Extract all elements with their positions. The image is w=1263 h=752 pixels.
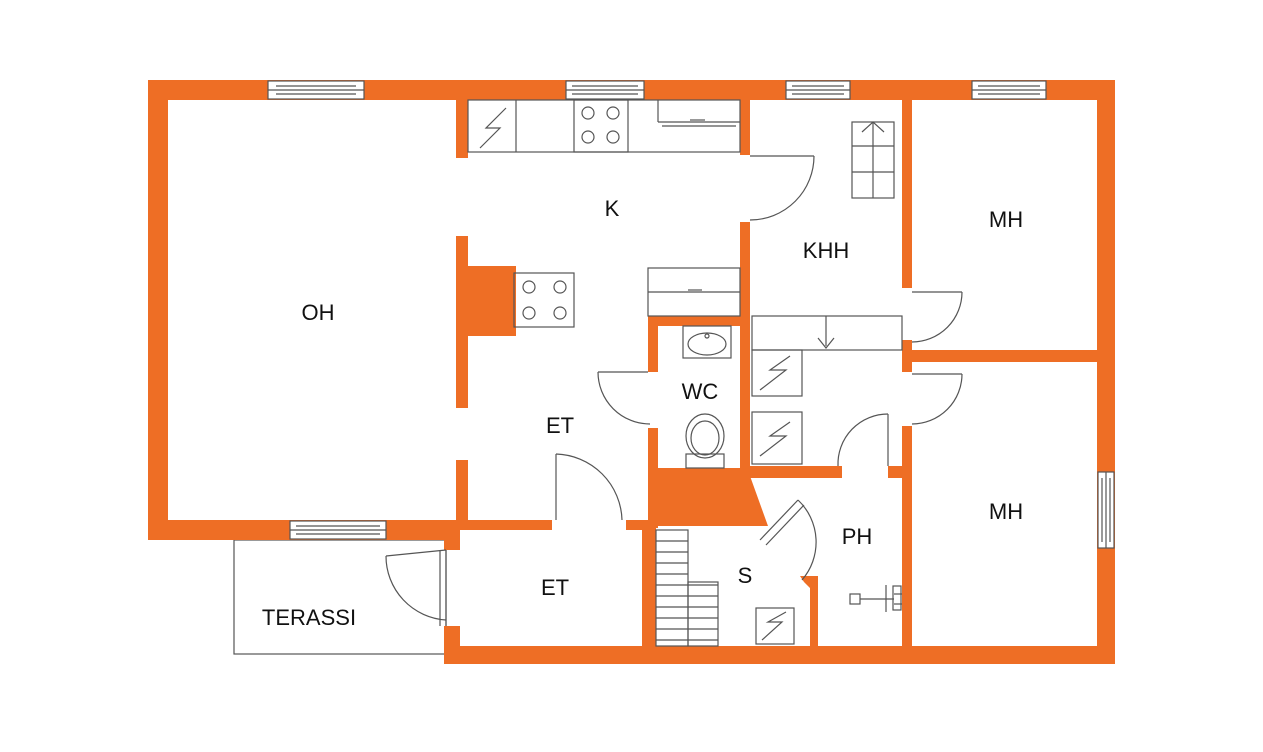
door-entry <box>385 549 447 626</box>
khh-cabinet <box>751 315 903 351</box>
windows <box>267 80 1115 549</box>
kitchen-counter <box>467 99 741 153</box>
sauna-stove-icon <box>755 607 795 645</box>
wall-left <box>148 80 168 540</box>
room-label-khh: KHH <box>803 238 849 263</box>
window-bottom-oh <box>289 520 387 540</box>
room-labels: OH K KHH MH MH WC ET ET PH S TERASSI <box>262 196 1023 630</box>
room-label-et-hall: ET <box>546 413 574 438</box>
shower-icon <box>849 585 902 612</box>
room-label-et-entry: ET <box>541 575 569 600</box>
central-block <box>648 468 750 526</box>
stove-icon <box>581 106 620 144</box>
wall-right <box>1097 80 1115 664</box>
fireplace <box>466 266 516 336</box>
room-label-mh-lower: MH <box>989 499 1023 524</box>
sink-icon <box>682 325 732 359</box>
washing-rack-icon <box>851 121 895 199</box>
terrace <box>233 539 447 655</box>
window-top-oh <box>267 80 365 100</box>
window-top-kitchen <box>565 80 645 100</box>
door-sauna <box>759 499 817 581</box>
door-mh-lower <box>911 373 963 425</box>
stairs-icon <box>655 529 719 647</box>
wall-bottom <box>444 646 1115 664</box>
room-label-terassi: TERASSI <box>262 605 356 630</box>
room-label-s: S <box>738 563 753 588</box>
door-mh-upper <box>911 291 963 343</box>
room-label-oh: OH <box>302 300 335 325</box>
door-kitchen-khh <box>749 155 815 221</box>
fireplace-hob-icon <box>513 272 575 328</box>
window-top-khh <box>785 80 851 100</box>
island-counter <box>647 267 741 317</box>
doors <box>385 155 963 626</box>
door-et-hall <box>555 453 623 521</box>
fridge-icon <box>479 107 507 149</box>
door-wc <box>597 371 651 425</box>
room-label-wc: WC <box>682 379 719 404</box>
toilet-icon <box>685 413 725 469</box>
room-label-k: K <box>605 196 620 221</box>
room-label-mh-upper: MH <box>989 207 1023 232</box>
technical-units <box>751 349 803 465</box>
door-ph <box>837 413 889 467</box>
window-top-mh <box>971 80 1047 100</box>
room-label-ph: PH <box>842 524 873 549</box>
window-right-mh <box>1097 471 1115 549</box>
